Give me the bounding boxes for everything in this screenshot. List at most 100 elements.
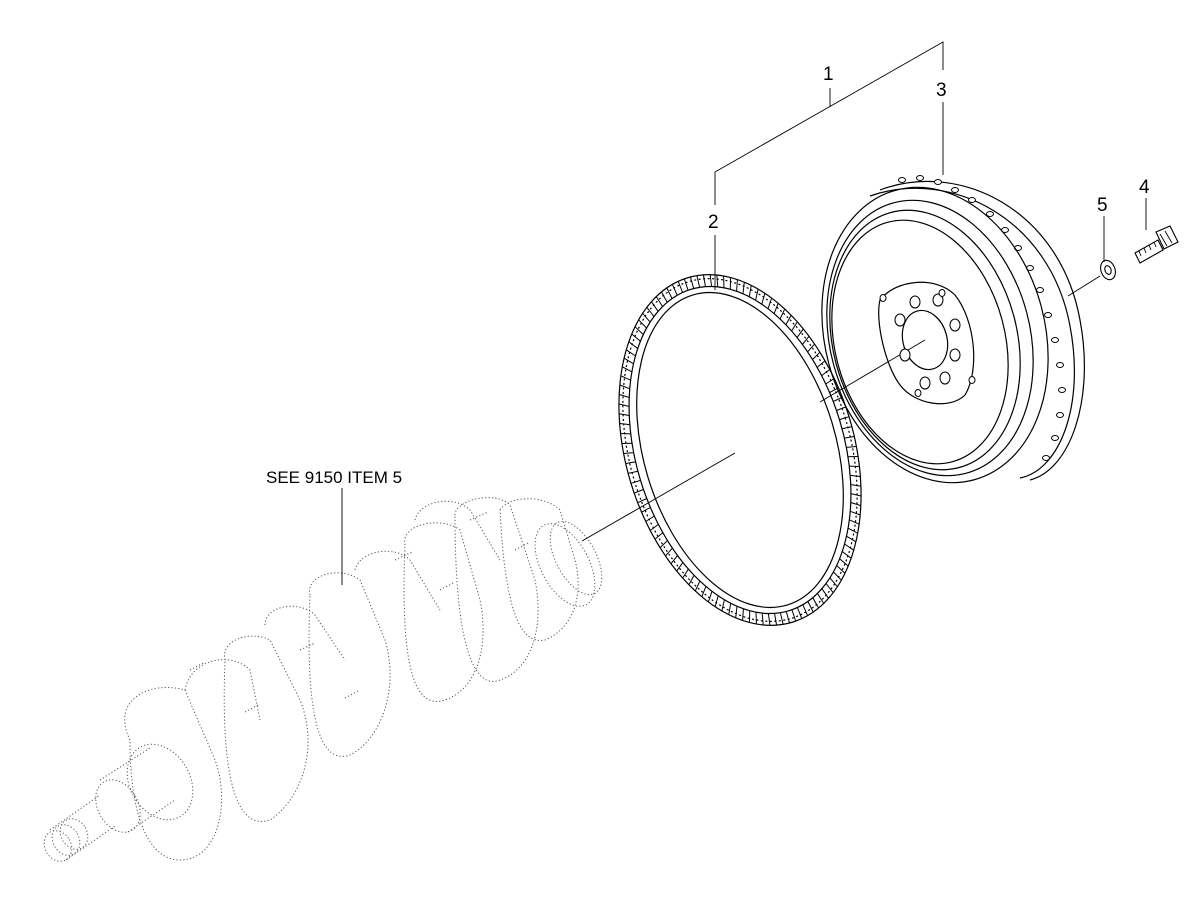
gear-tooth — [812, 597, 820, 609]
assembly-axis-line — [581, 452, 736, 542]
callout-1: 1 — [823, 64, 834, 85]
gear-tooth — [659, 540, 668, 549]
gear-tooth — [676, 562, 684, 572]
gear-tooth — [802, 604, 809, 616]
gear-tooth — [649, 523, 659, 531]
gear-tooth — [846, 446, 857, 448]
gear-tooth — [841, 426, 852, 430]
gear-tooth — [844, 436, 855, 439]
gear-tooth — [694, 580, 701, 592]
gear-tooth — [637, 498, 648, 504]
gear-tooth — [850, 493, 862, 497]
gear-tooth — [821, 588, 830, 599]
gear-tooth — [682, 568, 689, 579]
gear-tooth — [618, 403, 630, 407]
gear-tooth — [619, 413, 630, 416]
gear-tooth — [836, 565, 846, 574]
gear-tooth — [735, 606, 738, 618]
gear-tooth — [785, 314, 792, 326]
gear-tooth — [665, 547, 673, 557]
callout-5: 5 — [1097, 195, 1108, 216]
gear-tooth — [850, 510, 861, 516]
gear-tooth — [728, 603, 732, 615]
flywheel-rim-holes — [898, 175, 1066, 461]
gear-tooth — [829, 577, 838, 588]
gear-tooth — [755, 288, 759, 301]
gear-tooth — [767, 613, 771, 626]
gear-tooth — [807, 601, 814, 613]
gear-tooth — [642, 312, 651, 323]
leader-lines — [341, 41, 1147, 585]
gear-tooth — [670, 555, 678, 565]
gear-tooth — [619, 384, 630, 390]
gear-tooth — [821, 369, 831, 377]
gear-tooth — [707, 591, 713, 603]
gear-tooth — [630, 479, 641, 484]
gear-tooth — [683, 278, 689, 291]
gear-tooth — [645, 515, 655, 522]
gear-tooth — [654, 532, 664, 540]
gear-tooth — [825, 378, 835, 385]
gear-tooth — [796, 607, 803, 619]
gear-tooth — [736, 279, 738, 292]
gear-tooth — [833, 571, 842, 581]
gear-tooth — [779, 308, 786, 320]
gear-tooth — [841, 551, 852, 559]
flywheel — [821, 175, 1085, 484]
gear-tooth — [716, 274, 719, 287]
gear-tooth — [850, 484, 861, 487]
gear-tooth — [812, 351, 821, 360]
gear-tooth — [634, 489, 644, 494]
gear-tooth — [742, 608, 744, 621]
gear-tooth — [620, 375, 631, 381]
gear-tooth — [690, 276, 695, 289]
gear-tooth — [619, 393, 630, 398]
crankshaft — [43, 497, 603, 862]
bolt — [1134, 225, 1179, 264]
gear-tooth — [816, 593, 825, 604]
callout-2: 2 — [708, 212, 719, 233]
gear-tooth — [655, 296, 664, 307]
gear-tooth — [742, 282, 745, 294]
gear-tooth — [634, 326, 644, 335]
gear-tooth — [791, 609, 797, 622]
gear-tooth — [850, 502, 861, 507]
gear-tooth — [631, 333, 641, 342]
gear-tooth — [829, 387, 839, 394]
gear-tooth — [677, 281, 684, 293]
gear-tooth — [666, 287, 673, 299]
gear-tooth — [761, 613, 764, 626]
gear-tooth — [785, 611, 790, 624]
gear-tooth — [844, 543, 854, 551]
gear-tooth — [832, 396, 843, 402]
gear-tooth — [839, 416, 850, 421]
gear-tooth — [622, 366, 633, 373]
gear-tooth — [688, 574, 695, 586]
gear-tooth — [802, 335, 810, 345]
gear-tooth — [641, 506, 651, 513]
gear-tooth — [671, 284, 678, 296]
gear-tooth — [779, 612, 784, 625]
gear-tooth — [761, 293, 766, 305]
gear-tooth — [650, 301, 659, 312]
gear-tooth — [773, 303, 779, 314]
callout-4: 4 — [1139, 177, 1150, 198]
gear-tooth — [721, 599, 725, 612]
gear-tooth — [850, 474, 861, 477]
gear-tooth — [625, 461, 636, 464]
gear-tooth — [638, 319, 647, 329]
gear-tooth — [767, 297, 773, 309]
gear-tooth — [839, 558, 849, 567]
gear-tooth — [701, 586, 707, 597]
gear-tooth — [791, 321, 798, 332]
gear-tooth — [626, 349, 636, 357]
washer — [1100, 259, 1116, 281]
gear-tooth — [623, 357, 634, 365]
gear-tooth — [849, 519, 860, 525]
callout-3: 3 — [936, 80, 947, 101]
gear-tooth — [714, 595, 719, 607]
gear-tooth — [619, 423, 630, 426]
reference-note: SEE 9150 ITEM 5 — [266, 468, 402, 487]
gear-tooth — [825, 583, 834, 594]
